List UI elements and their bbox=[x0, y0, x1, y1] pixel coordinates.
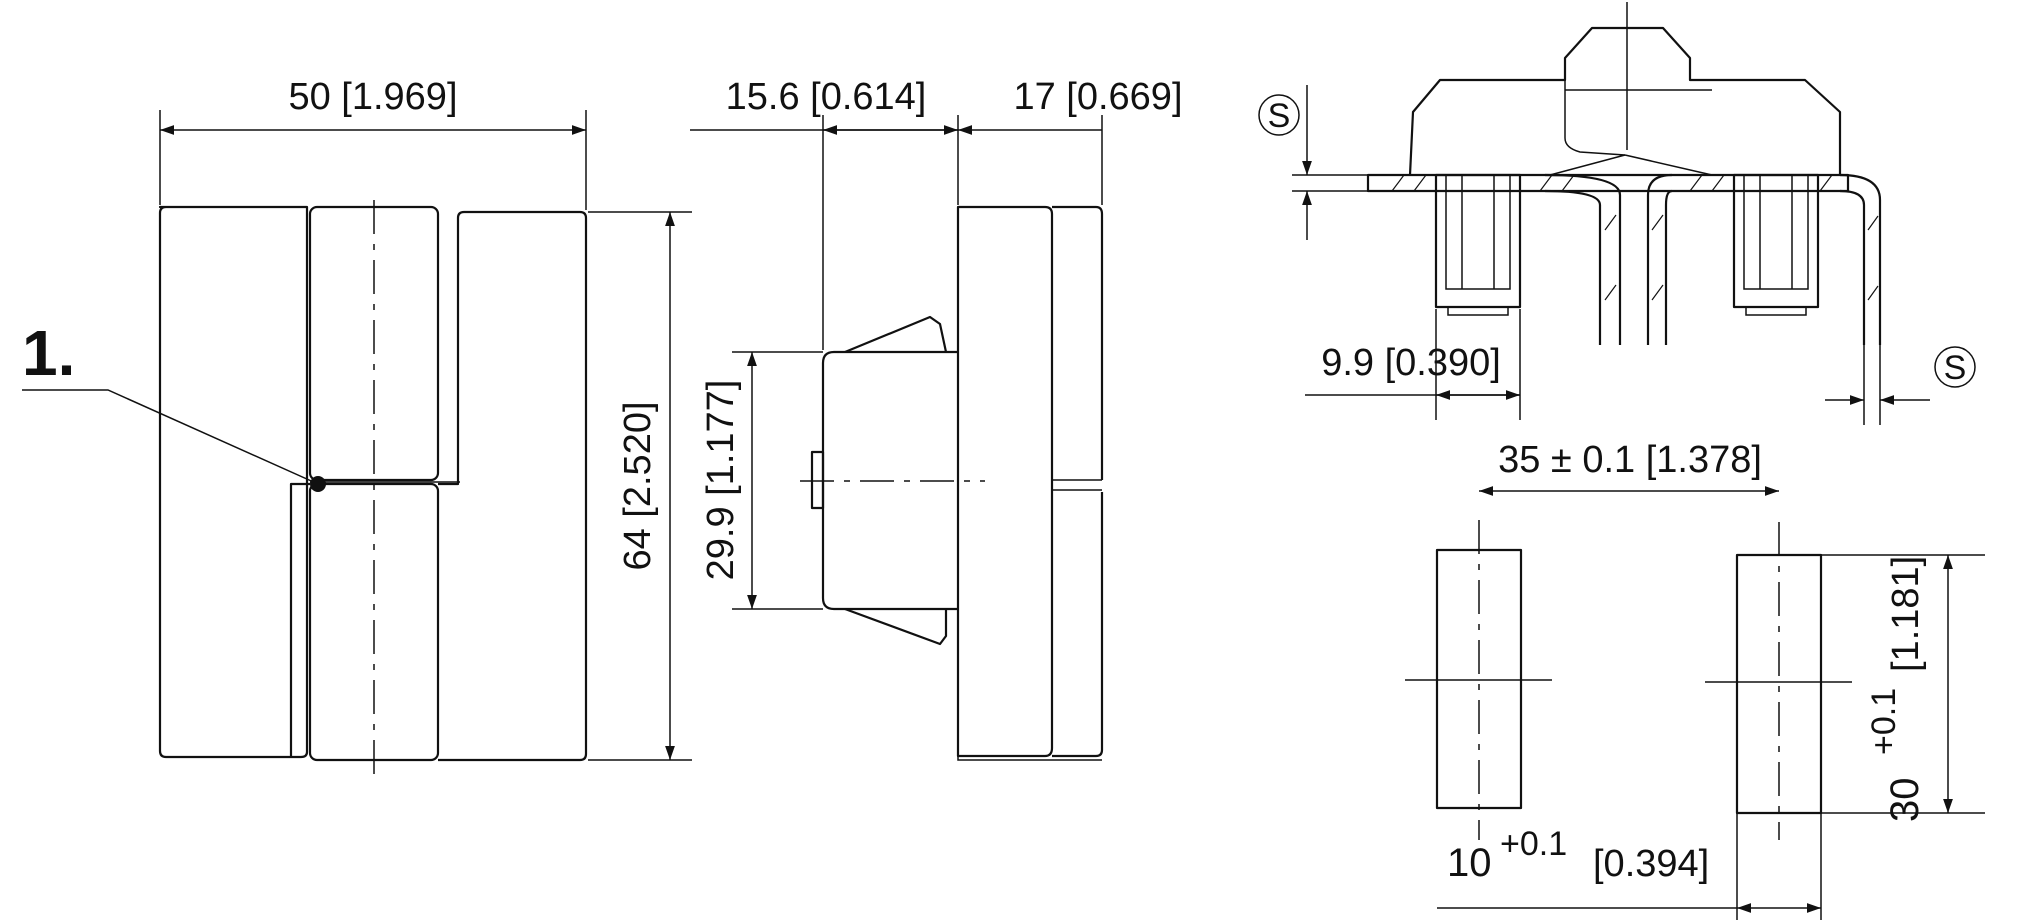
cutout-width-dimension: 10 +0.1 [0.394] bbox=[1437, 813, 1822, 920]
cutout-height-tolerance: +0.1 bbox=[1865, 688, 1903, 755]
callout-1: 1. bbox=[22, 317, 326, 492]
terminal-view: S S 9.9 [0.390] bbox=[1258, 2, 1976, 425]
plate-hatching bbox=[1391, 174, 1833, 192]
thickness-symbol-top: S bbox=[1268, 97, 1291, 135]
cutout-width-value: 10 bbox=[1447, 841, 1492, 885]
side-view-outline bbox=[810, 205, 1104, 761]
front-width-dimension: 50 [1.969] bbox=[159, 76, 587, 210]
leg-thickness-dimension: S bbox=[1825, 345, 1976, 425]
front-height-label: 64 [2.520] bbox=[617, 401, 659, 570]
cutout-centerlines bbox=[1405, 520, 1852, 840]
front-view-outline bbox=[158, 205, 588, 762]
side-depth-dimension: 15.6 [0.614] bbox=[690, 76, 959, 350]
terminal-depth-label: 9.9 [0.390] bbox=[1321, 342, 1501, 384]
cutout-height-inch: [1.181] bbox=[1885, 556, 1927, 672]
thickness-symbol-circle-right bbox=[1934, 346, 1976, 388]
callout-number: 1. bbox=[22, 317, 75, 389]
side-actuator-dimension: 29.9 [1.177] bbox=[700, 351, 823, 610]
front-height-dimension: 64 [2.520] bbox=[588, 211, 692, 761]
side-view: 15.6 [0.614] 17 [0.669] 29.9 [1.177] bbox=[690, 76, 1183, 761]
plate-thickness-dimension: S bbox=[1258, 85, 1368, 240]
thickness-symbol-right: S bbox=[1944, 349, 1967, 387]
side-body-label: 17 [0.669] bbox=[1013, 76, 1182, 118]
cutout-height-value: 30 bbox=[1883, 778, 1927, 823]
terminal-view-outline bbox=[1366, 26, 1882, 345]
side-actuator-label: 29.9 [1.177] bbox=[700, 380, 742, 581]
thickness-symbol-circle-top bbox=[1258, 94, 1300, 136]
terminal-depth-dimension: 9.9 [0.390] bbox=[1305, 309, 1521, 420]
cutout-spacing-dimension: 35 ± 0.1 [1.378] bbox=[1479, 439, 1779, 496]
side-body-dimension: 17 [0.669] bbox=[958, 76, 1183, 205]
cutout-width-inch: [0.394] bbox=[1593, 843, 1709, 885]
panel-cutout: 35 ± 0.1 [1.378] 30 +0.1 [1.181] 10 +0.1… bbox=[1405, 439, 1985, 920]
front-width-label: 50 [1.969] bbox=[288, 76, 457, 118]
cutout-height-dimension: 30 +0.1 [1.181] bbox=[1821, 554, 1985, 823]
cutout-spacing-label: 35 ± 0.1 [1.378] bbox=[1498, 439, 1762, 481]
front-view: 50 [1.969] 64 [2.520] 1. bbox=[22, 76, 692, 775]
side-depth-label: 15.6 [0.614] bbox=[726, 76, 927, 118]
cutout-width-tolerance: +0.1 bbox=[1500, 825, 1567, 863]
